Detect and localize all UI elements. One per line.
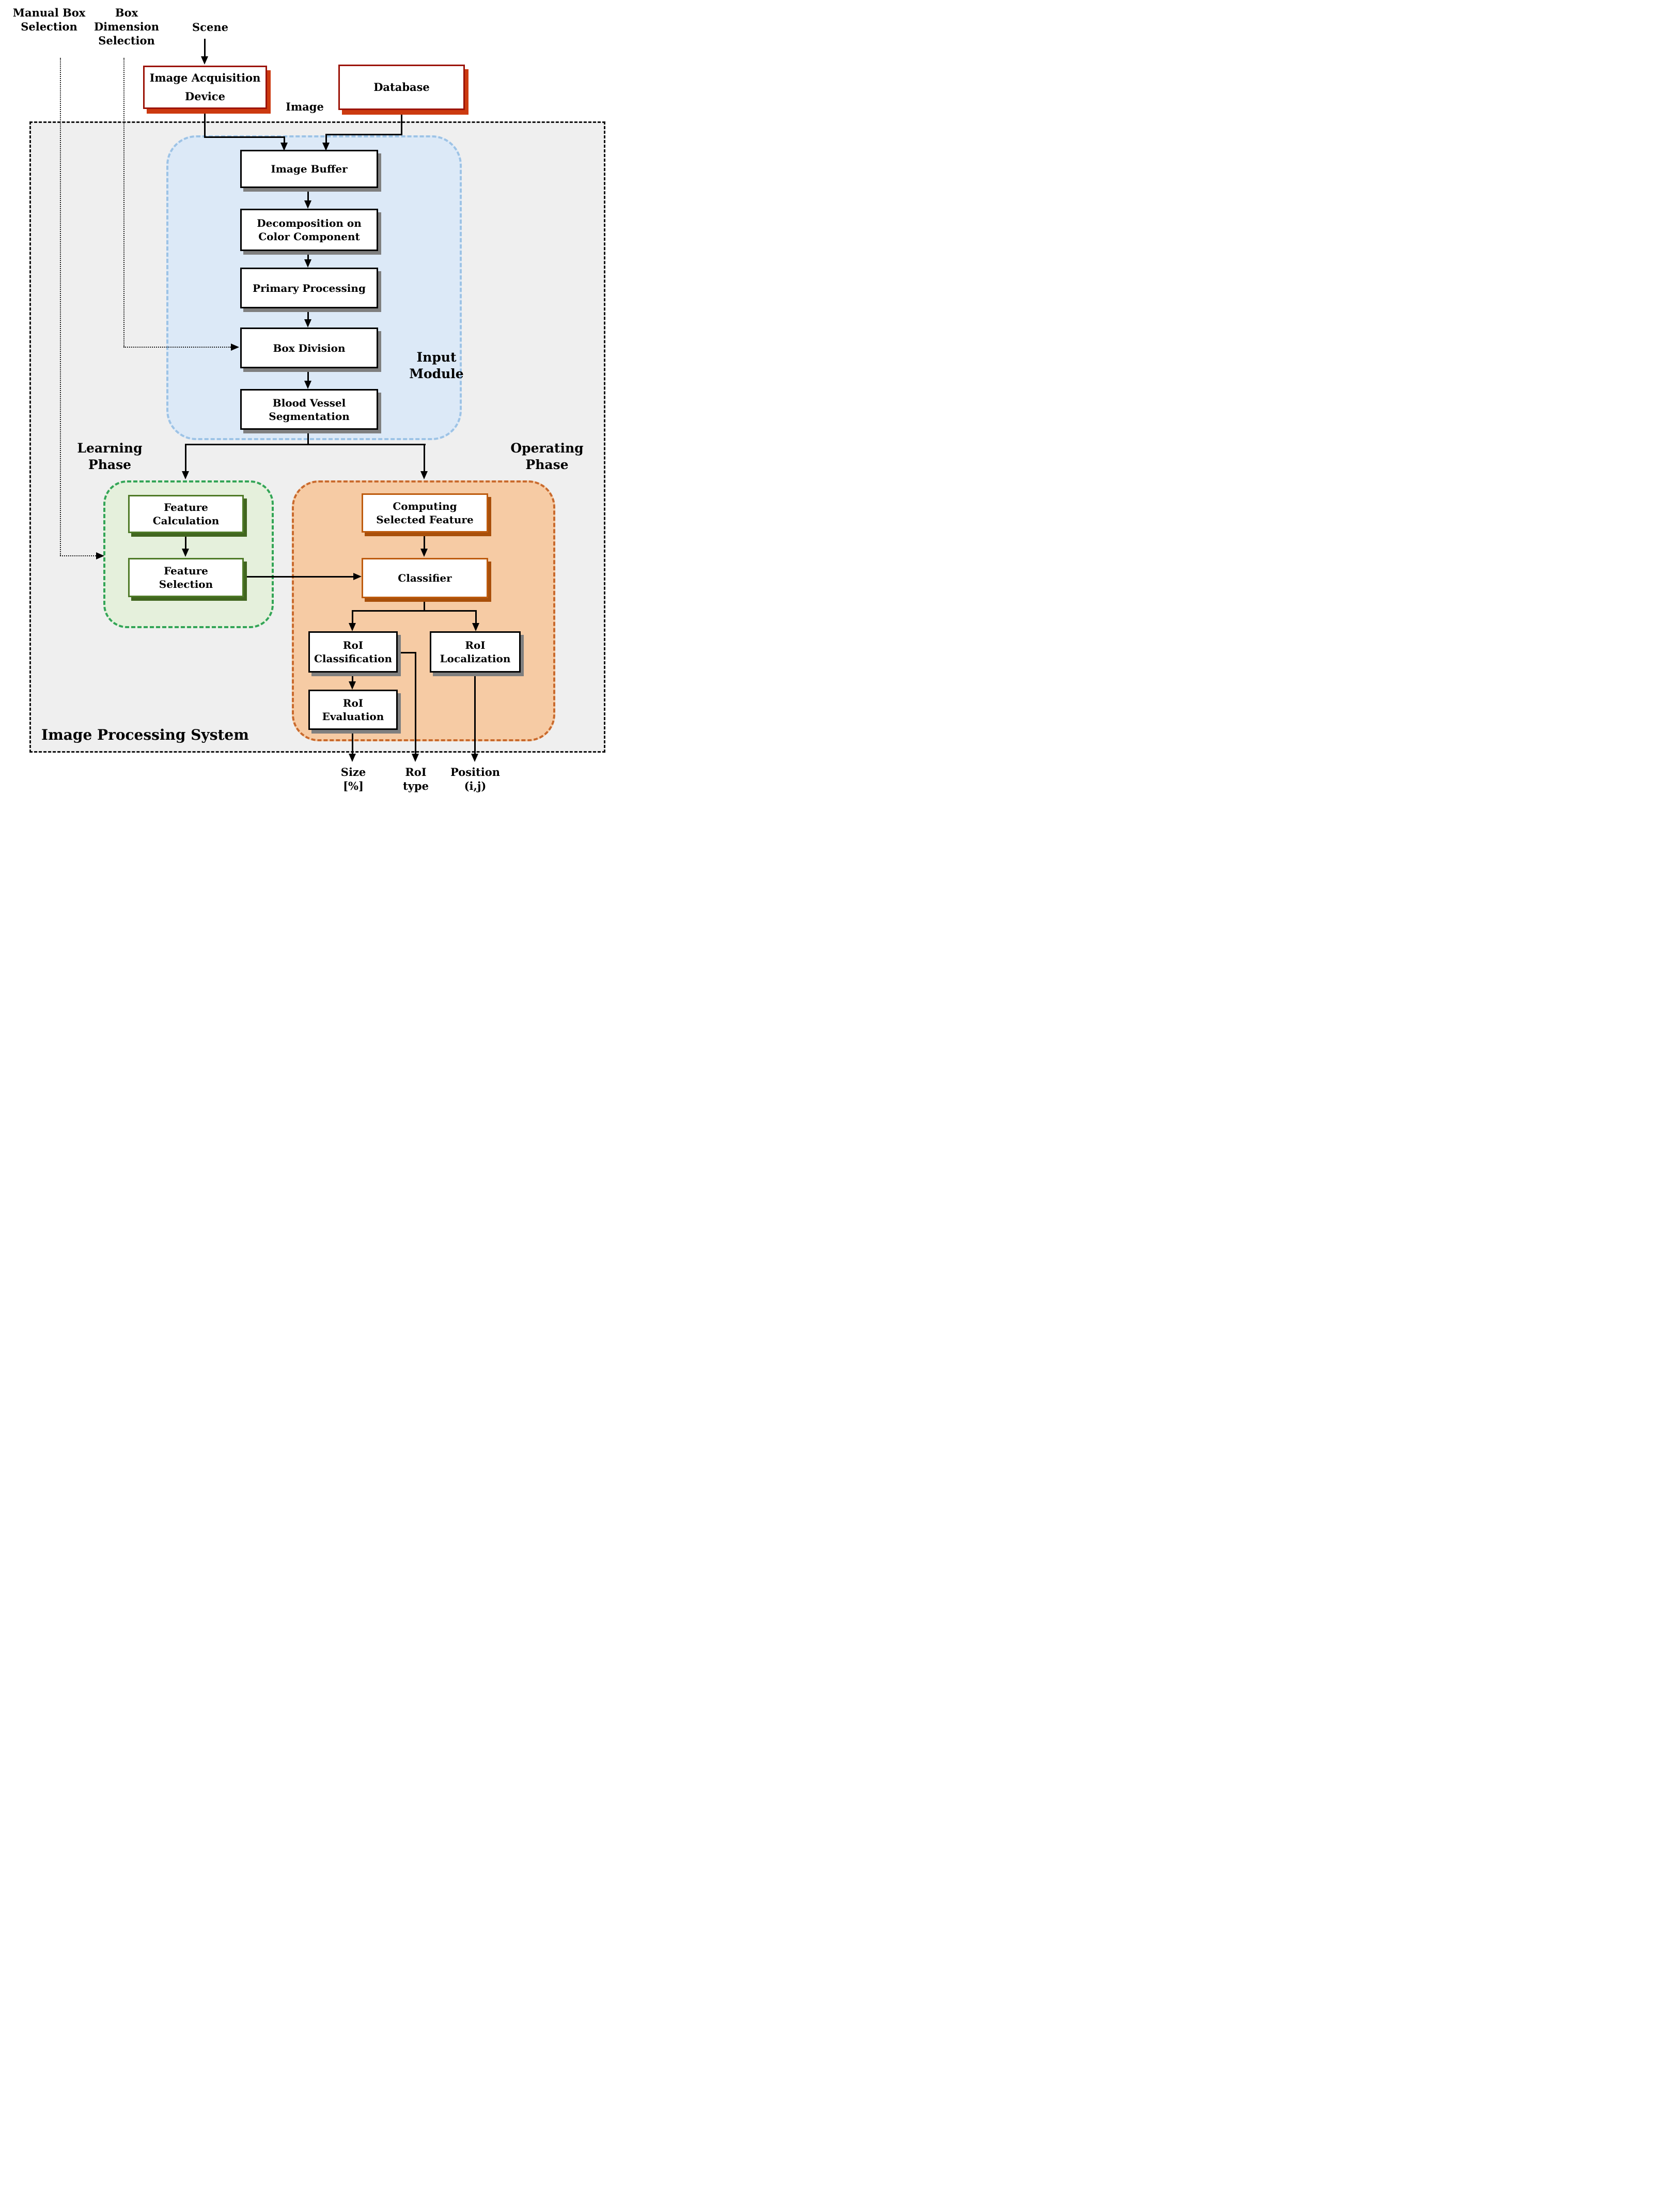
arrowhead-featuresel-to-classifier-icon — [353, 573, 362, 580]
arrowhead-featurecalc-to-featuresel-icon — [182, 549, 189, 557]
label-image-processing-system: Image Processing System — [41, 726, 249, 743]
label-learning-phase: Learning Phase — [77, 441, 143, 472]
label-box-dimension-selection: Box Dimension Selection — [93, 6, 160, 47]
box-blood-vessel-segmentation: Blood Vessel Segmentation — [240, 389, 378, 430]
box-image-acquisition-device: Image Acquisition Device — [143, 66, 267, 109]
line-database-down — [401, 110, 402, 135]
line-phase-split — [185, 444, 426, 445]
line-database-across — [325, 134, 402, 135]
arrowhead-computing-to-classifier-icon — [420, 549, 428, 557]
line-buffer-to-decomposition — [307, 188, 309, 201]
arrowhead-primary-to-boxdivision-icon — [304, 319, 311, 328]
line-scene-to-acquisition — [204, 39, 206, 57]
arrowhead-split-to-operating-icon — [420, 471, 428, 479]
arrowhead-manual-selection-icon — [96, 552, 104, 559]
dotted-line-manual-selection-vertical — [60, 58, 61, 556]
arrowhead-to-roiclassification-icon — [349, 623, 356, 631]
box-box-division: Box Division — [240, 328, 378, 368]
label-output-position: Position (i,j) — [450, 766, 500, 792]
box-classifier: Classifier — [362, 558, 488, 598]
box-roi-classification: RoI Classification — [308, 631, 398, 673]
box-primary-processing: Primary Processing — [240, 268, 378, 308]
line-primary-to-boxdivision — [307, 308, 309, 320]
dotted-line-manual-selection-horizontal — [60, 555, 96, 556]
arrowhead-roitype-icon — [412, 754, 419, 762]
line-position-down — [474, 673, 476, 754]
line-database-into-buffer — [325, 134, 327, 145]
box-roi-localization: RoI Localization — [430, 631, 521, 673]
line-segmentation-down — [307, 430, 309, 445]
arrowhead-decomposition-to-primary-icon — [304, 259, 311, 268]
label-scene: Scene — [192, 21, 228, 34]
line-split-to-roilocalization — [475, 610, 477, 624]
line-size-down — [352, 730, 353, 754]
arrowhead-position-icon — [471, 754, 478, 762]
box-decomposition-color-component: Decomposition on Color Component — [240, 209, 378, 251]
box-image-buffer: Image Buffer — [240, 150, 378, 188]
line-boxdivision-to-segmentation — [307, 368, 309, 382]
label-manual-box-selection: Manual Box Selection — [12, 6, 86, 33]
box-roi-evaluation: RoI Evaluation — [308, 690, 398, 730]
arrowhead-buffer-to-decomposition-icon — [304, 200, 311, 209]
line-split-to-roiclassification — [352, 610, 353, 624]
label-input-module: Input Module — [409, 350, 464, 381]
arrowhead-to-roilocalization-icon — [472, 623, 479, 631]
label-image: Image — [286, 100, 324, 113]
line-roiclass-to-roitype — [398, 652, 416, 653]
line-acquisition-across — [204, 136, 285, 138]
line-acquisition-down — [204, 113, 206, 138]
line-split-to-operating — [424, 444, 425, 472]
line-acquisition-into-buffer — [284, 136, 285, 145]
dotted-line-dimension-selection-horizontal — [123, 347, 231, 348]
arrowhead-roiclass-to-roieval-icon — [349, 681, 356, 690]
line-roiclass-to-roieval — [352, 673, 353, 682]
line-roitype-down — [415, 652, 416, 754]
line-computing-to-classifier — [424, 533, 425, 550]
arrowhead-size-icon — [349, 754, 356, 762]
box-computing-selected-feature: Computing Selected Feature — [362, 493, 488, 533]
label-output-size: Size [%] — [340, 766, 366, 792]
line-decomposition-to-primary — [307, 251, 309, 260]
dotted-line-dimension-selection-vertical — [123, 58, 124, 347]
box-feature-calculation: Feature Calculation — [128, 495, 244, 533]
arrowhead-split-to-learning-icon — [182, 471, 189, 479]
arrowhead-acquisition-into-buffer-icon — [280, 143, 288, 151]
line-classifier-split — [352, 610, 477, 612]
arrowhead-scene-to-acquisition-icon — [201, 56, 208, 65]
arrowhead-boxdivision-to-segmentation-icon — [304, 381, 311, 389]
image-processing-system-diagram: Image Acquisition Device Database Image … — [0, 0, 610, 807]
arrowhead-dimension-selection-icon — [231, 344, 239, 351]
box-database: Database — [338, 65, 465, 110]
line-classifier-down — [424, 598, 425, 612]
line-featuresel-to-classifier — [244, 576, 353, 578]
line-featurecalc-to-featuresel — [185, 533, 186, 550]
line-split-to-learning — [185, 444, 186, 472]
box-feature-selection: Feature Selection — [128, 558, 244, 597]
label-operating-phase: Operating Phase — [510, 441, 584, 472]
label-output-roi-type: RoI type — [403, 766, 429, 792]
arrowhead-database-into-buffer-icon — [322, 143, 330, 151]
